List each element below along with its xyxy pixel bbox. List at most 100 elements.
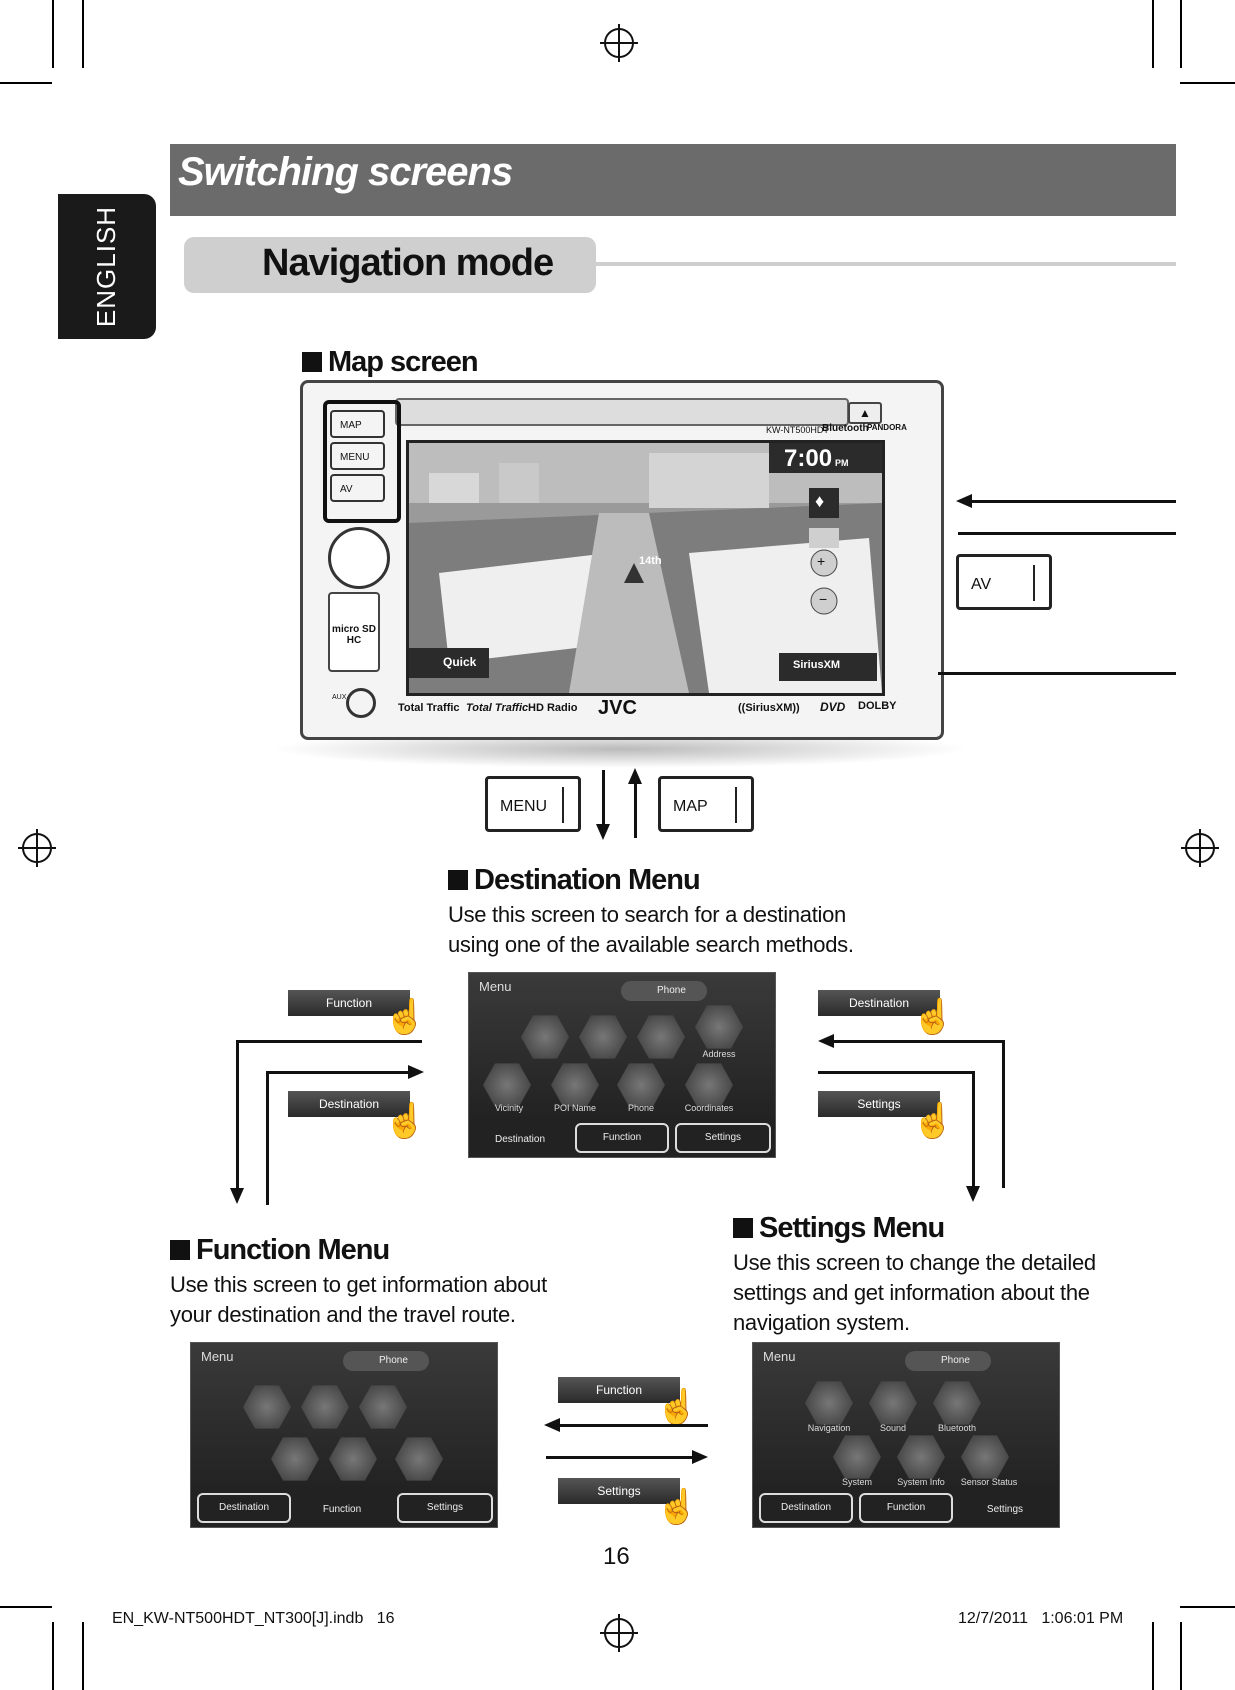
crop-mark [82, 1622, 84, 1690]
arrow-line [236, 1040, 239, 1192]
footer-timestamp: 12/7/2011 1:06:01 PM [958, 1610, 1124, 1627]
system-info-icon[interactable] [897, 1435, 945, 1479]
menu-hard-button[interactable]: MENU [330, 442, 385, 470]
history-icon[interactable] [637, 1015, 685, 1059]
arrow-line [958, 532, 1176, 535]
key-notch [735, 787, 737, 823]
finger-tap-icon: ☝ [656, 1488, 699, 1526]
settings-menu-heading: Settings Menu [733, 1212, 945, 1245]
tab-settings[interactable]: Settings [986, 1504, 1024, 1515]
crop-mark [1180, 1622, 1182, 1690]
crop-mark [82, 0, 84, 68]
tab-function[interactable]: Function [322, 1504, 362, 1515]
phone-shortcut[interactable]: Phone [621, 981, 707, 1001]
title-bar [170, 144, 1176, 216]
home-icon[interactable] [521, 1015, 569, 1059]
footer-file-name: EN_KW-NT500HDT_NT300[J].indb 16 [112, 1610, 395, 1627]
phone-search-icon[interactable] [617, 1063, 665, 1107]
volume-knob[interactable] [328, 527, 390, 589]
sirius-button[interactable]: SiriusXM [793, 659, 841, 671]
av-key[interactable]: AV [956, 554, 1052, 610]
function-item-icon[interactable] [271, 1437, 319, 1481]
settings-menu-screen: Menu Phone Navigation Sound Bluetooth Sy… [752, 1342, 1060, 1528]
menu-item-navigation: Navigation [807, 1423, 851, 1433]
function-item-icon[interactable] [329, 1437, 377, 1481]
crop-mark [1180, 1606, 1235, 1608]
sound-settings-icon[interactable] [869, 1381, 917, 1425]
menu-item-system-info: System Info [897, 1477, 945, 1487]
finger-tap-icon: ☝ [384, 998, 427, 1036]
menu-item-phone: Phone [627, 1103, 655, 1113]
favorite-icon[interactable] [579, 1015, 627, 1059]
arrow-line [546, 1456, 694, 1459]
arrow-line [970, 500, 1176, 503]
key-notch [1033, 565, 1035, 601]
registration-mark-icon [18, 829, 56, 867]
function-item-icon[interactable] [395, 1437, 443, 1481]
function-item-icon[interactable] [243, 1385, 291, 1429]
arrow-left-icon [956, 494, 972, 508]
function-item-icon[interactable] [359, 1385, 407, 1429]
arrow-line [938, 672, 1176, 675]
finger-tap-icon: ☝ [912, 998, 955, 1036]
sensor-status-icon[interactable] [961, 1435, 1009, 1479]
map-hard-button[interactable]: MAP [330, 410, 385, 438]
menu-item-coordinates: Coordinates [684, 1103, 734, 1113]
poi-name-icon[interactable] [551, 1063, 599, 1107]
pandora-logo: PANDORA [867, 423, 907, 432]
menu-title: Menu [479, 979, 512, 994]
eject-icon[interactable]: ▲ [848, 402, 882, 424]
tab-settings[interactable]: Settings [397, 1493, 493, 1523]
address-icon[interactable] [695, 1005, 743, 1049]
settings-touch-button[interactable]: Settings [818, 1091, 940, 1117]
coordinates-icon[interactable] [685, 1063, 733, 1107]
function-menu-heading: Function Menu [170, 1234, 390, 1267]
function-touch-button[interactable]: Function [558, 1377, 680, 1403]
destination-touch-button[interactable]: Destination [288, 1091, 410, 1117]
zoom-out-icon[interactable]: − [819, 591, 828, 607]
vicinity-icon[interactable] [483, 1063, 531, 1107]
arrow-down-icon [596, 824, 610, 840]
destination-menu-description: Use this screen to search for a destinat… [448, 902, 854, 957]
quick-button[interactable]: Quick [443, 655, 477, 669]
tab-destination[interactable]: Destination [197, 1493, 291, 1523]
navigation-settings-icon[interactable] [805, 1381, 853, 1425]
finger-tap-icon: ☝ [384, 1102, 427, 1140]
finger-tap-icon: ☝ [656, 1388, 699, 1426]
registration-mark-icon [600, 24, 638, 62]
function-menu-screen: Menu Phone Destination Function Settings [190, 1342, 498, 1528]
jvc-logo: JVC [598, 697, 637, 719]
bluetooth-settings-icon[interactable] [933, 1381, 981, 1425]
function-item-icon[interactable] [301, 1385, 349, 1429]
arrow-line [972, 1071, 975, 1189]
compass-icon[interactable]: ♦ [815, 491, 825, 511]
side-button-group [323, 400, 401, 523]
phone-shortcut[interactable]: Phone [905, 1351, 991, 1371]
tab-destination[interactable]: Destination [494, 1134, 546, 1145]
function-touch-button[interactable]: Function [288, 990, 410, 1016]
menu-item-bluetooth: Bluetooth [937, 1423, 977, 1433]
tab-settings[interactable]: Settings [675, 1123, 771, 1153]
map-key[interactable]: MAP [658, 776, 754, 832]
system-settings-icon[interactable] [833, 1435, 881, 1479]
total-traffic-logo: Total Traffic [398, 702, 460, 714]
tab-function[interactable]: Function [575, 1123, 669, 1153]
tab-function[interactable]: Function [859, 1493, 953, 1523]
phone-shortcut[interactable]: Phone [343, 1351, 429, 1371]
arrow-line [602, 770, 605, 828]
square-bullet-icon [302, 352, 322, 372]
destination-touch-button[interactable]: Destination [818, 990, 940, 1016]
menu-item-vicinity: Vicinity [494, 1103, 524, 1113]
tab-destination[interactable]: Destination [759, 1493, 853, 1523]
hd-radio-logo: HD Radio [528, 702, 578, 714]
disc-slot [395, 398, 849, 426]
av-hard-button[interactable]: AV [330, 474, 385, 502]
menu-key[interactable]: MENU [485, 776, 581, 832]
model-label: KW-NT500HDT [766, 425, 829, 435]
menu-title: Menu [763, 1349, 796, 1364]
arrow-line [832, 1040, 1004, 1043]
zoom-in-icon[interactable]: + [817, 553, 826, 569]
settings-touch-button[interactable]: Settings [558, 1478, 680, 1504]
